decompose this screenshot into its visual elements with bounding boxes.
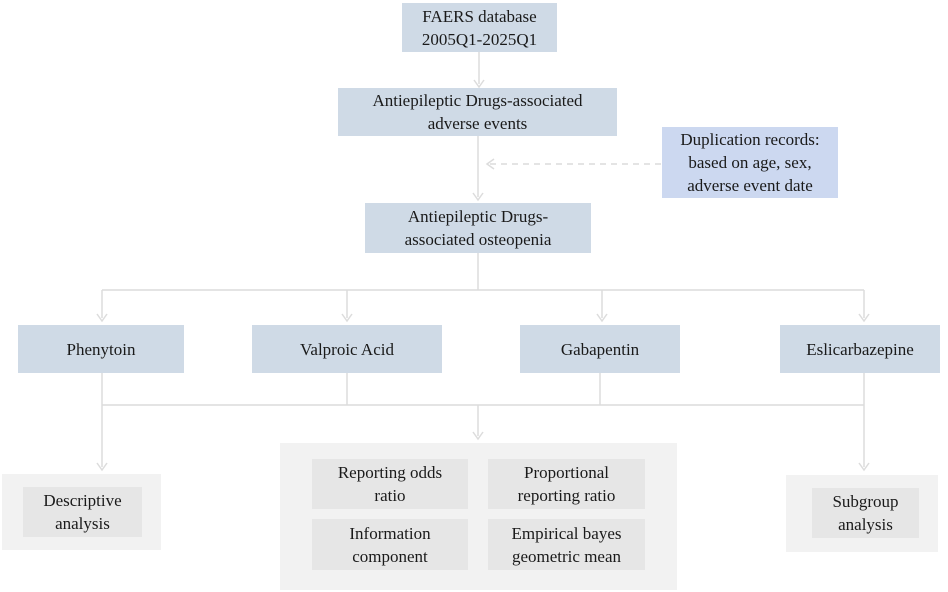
arrow-faers-to-adverse-events (473, 52, 485, 89)
note-duplication-records: Duplication records: based on age, sex, … (662, 127, 838, 198)
node-reporting-odds-ratio: Reporting odds ratio (312, 459, 468, 509)
node-subgroup-analysis: Subgroup analysis (812, 488, 919, 538)
tree-osteopenia-to-drugs (96, 253, 870, 323)
node-osteopenia: Antiepileptic Drugs- associated osteopen… (365, 203, 591, 253)
panel-subgroup-analysis: Subgroup analysis (786, 475, 938, 552)
node-proportional-reporting-ratio: Proportional reporting ratio (488, 459, 645, 509)
node-faers-database: FAERS database 2005Q1-2025Q1 (402, 3, 557, 52)
node-drug-valproic-acid: Valproic Acid (252, 325, 442, 373)
node-descriptive-analysis: Descriptive analysis (23, 487, 142, 537)
node-drug-eslicarbazepine: Eslicarbazepine (780, 325, 940, 373)
node-drug-phenytoin: Phenytoin (18, 325, 184, 373)
node-adverse-events: Antiepileptic Drugs-associated adverse e… (338, 88, 617, 136)
node-information-component: Information component (312, 519, 468, 570)
node-empirical-bayes-geometric-mean: Empirical bayes geometric mean (488, 519, 645, 570)
arrow-adverse-events-to-osteopenia (472, 136, 484, 202)
arrow-duplication-note (485, 158, 662, 170)
tree-drugs-to-analyses (96, 373, 870, 472)
panel-disproportionality-methods: Reporting odds ratio Proportional report… (280, 443, 677, 590)
node-drug-gabapentin: Gabapentin (520, 325, 680, 373)
panel-descriptive-analysis: Descriptive analysis (2, 474, 161, 550)
